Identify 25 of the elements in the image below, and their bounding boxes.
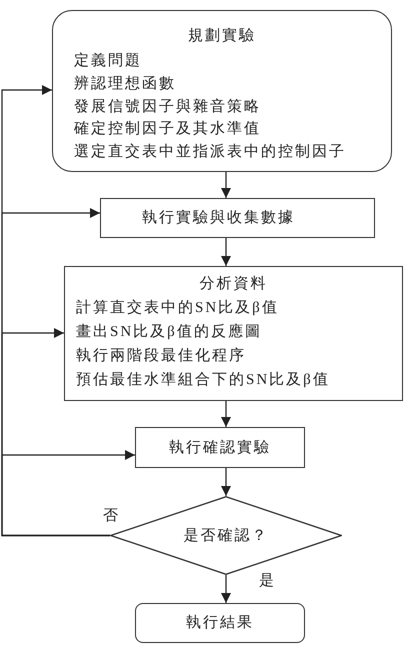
step-text: 發展信號因子與雜音策略 xyxy=(74,98,261,116)
arrow xyxy=(221,575,231,603)
decision-text: 是否確認？ xyxy=(184,526,268,544)
step-text: 計算直交表中的SN比及β值 xyxy=(76,299,279,317)
process-box xyxy=(52,10,392,172)
step-text: 預估最佳水準組合下的SN比及β值 xyxy=(76,371,330,389)
step-text: 執行兩階段最佳化程序 xyxy=(76,347,246,365)
step-text: 畫出SN比及β值的反應圖 xyxy=(76,323,262,341)
process-box: 執行確認實驗 xyxy=(135,427,305,468)
box-heading: 分析資料 xyxy=(200,275,268,293)
edge-label: 是 xyxy=(258,573,275,589)
arrow xyxy=(221,172,231,198)
step-text: 定義問題 xyxy=(74,52,142,70)
arrow xyxy=(1,450,135,536)
step-text: 確定控制因子及其水準值 xyxy=(74,120,261,138)
step-text: 選定直交表中並指派表中的控制因子 xyxy=(74,143,346,162)
arrow xyxy=(221,468,231,496)
process-box xyxy=(64,266,403,401)
terminal-box: 執行結果 xyxy=(135,603,305,643)
arrow xyxy=(221,401,231,427)
box-heading: 規劃實驗 xyxy=(188,27,256,45)
arrow xyxy=(221,238,231,266)
step-text: 辨認理想函數 xyxy=(74,74,176,93)
edge-label: 否 xyxy=(102,508,119,524)
process-box: 執行實驗與收集數據 xyxy=(100,198,375,238)
